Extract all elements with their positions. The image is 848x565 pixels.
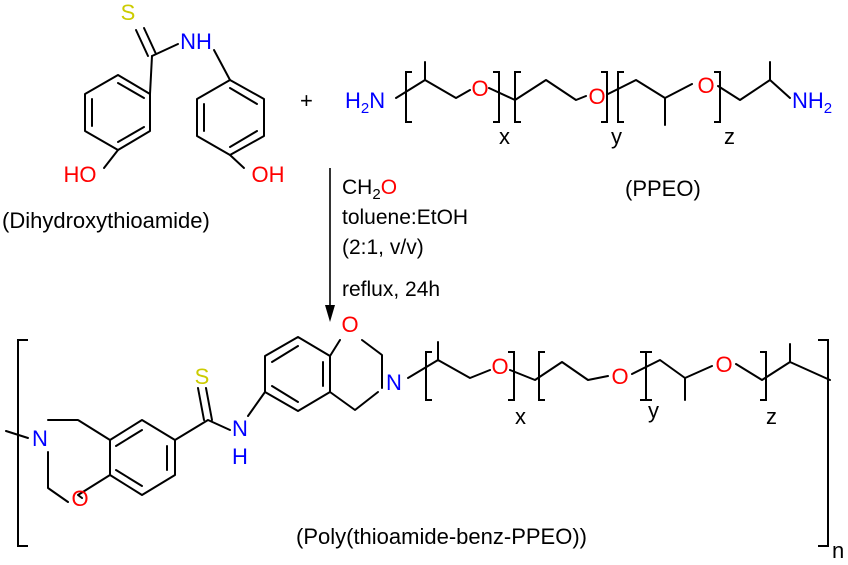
h2n-label: H2N	[345, 88, 385, 117]
sulfur-label: S	[121, 0, 136, 25]
product-name: (Poly(thioamide-benz-PPEO))	[296, 524, 587, 549]
product-o-left: O	[71, 486, 88, 511]
product-subscript-y: y	[648, 398, 659, 423]
product-structure: N O S N H O N O O O x y z n	[5, 312, 844, 563]
nh2-label: NH2	[792, 88, 832, 117]
ppeo-oxygen-1: O	[471, 76, 488, 101]
ppeo-subscript-x: x	[499, 124, 510, 149]
ppeo-subscript-z: z	[724, 124, 735, 149]
plus-sign: +	[300, 88, 313, 113]
ppeo-oxygen-2: O	[588, 84, 605, 109]
product-amide-h: H	[232, 444, 248, 469]
solvent-label: toluene:EtOH	[342, 206, 468, 229]
ratio-label: (2:1, v/v)	[342, 236, 424, 259]
product-subscript-x: x	[515, 404, 526, 429]
thioamide-bonds	[84, 27, 265, 169]
ppeo-oxygen-3: O	[697, 73, 714, 98]
product-bonds	[5, 336, 831, 503]
product-chain-o-3: O	[715, 352, 732, 377]
ppeo-structure: H2N O O O NH2 x y z	[345, 61, 832, 149]
time-label: reflux, 24h	[342, 278, 440, 301]
polymer-bracket-right	[818, 339, 829, 547]
product-chain-o-2: O	[611, 364, 628, 389]
product-inner-brackets	[425, 351, 767, 401]
product-sulfur: S	[195, 364, 210, 389]
product-chain-o-1: O	[491, 354, 508, 379]
polymer-bracket-left	[17, 339, 28, 547]
product-subscript-n: n	[832, 538, 844, 563]
ppeo-bonds	[395, 61, 791, 126]
oh-label: OH	[252, 162, 285, 187]
product-n-left: N	[32, 426, 48, 451]
ppeo-brackets	[405, 71, 721, 123]
reagent-formaldehyde: CH2O	[342, 176, 397, 203]
product-o-right: O	[341, 312, 358, 337]
ppeo-subscript-y: y	[611, 124, 622, 149]
reaction-arrow	[325, 168, 335, 322]
product-n-right: N	[386, 370, 402, 395]
product-amide-n: N	[232, 416, 248, 441]
product-subscript-z: z	[766, 404, 777, 429]
ho-label: HO	[64, 162, 97, 187]
dihydroxythioamide-structure: S NH HO OH	[64, 0, 285, 187]
reactant2-name: (PPEO)	[625, 176, 701, 201]
nh-label: NH	[180, 29, 212, 54]
reactant1-name: (Dihydroxythioamide)	[2, 208, 210, 233]
